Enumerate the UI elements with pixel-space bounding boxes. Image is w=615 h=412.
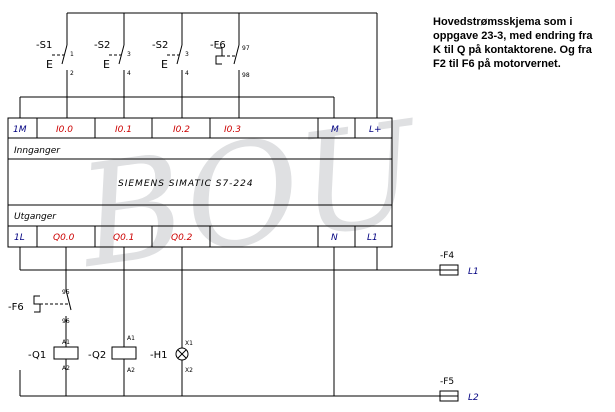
pin-s1-b: 2	[70, 70, 74, 77]
terminal-lplus: L+	[369, 125, 382, 135]
plc-model: SIEMENS SIMATIC S7-224	[118, 179, 254, 189]
device-tag-s2b: -S2	[152, 40, 168, 51]
note-line-3: K til Q på kontaktorene. Og fra	[433, 44, 592, 56]
pin-f6-98: 98	[242, 72, 250, 79]
terminal-i0-1: I0.1	[115, 125, 132, 135]
device-tag-q1: -Q1	[28, 350, 46, 361]
actuator-s2: E	[103, 58, 110, 71]
terminal-m: M	[331, 125, 339, 135]
pin-h1-x1: X1	[185, 340, 193, 347]
device-tag-f6-aux: -F6	[210, 40, 226, 51]
terminal-i0-3: I0.3	[224, 125, 241, 135]
device-tag-s2: -S2	[94, 40, 110, 51]
note-line-4: F2 til F6 på motorvernet.	[433, 58, 561, 70]
inputs-header: Innganger	[14, 146, 61, 156]
pin-q2-a1: A1	[127, 335, 135, 342]
terminal-1m: 1M	[13, 125, 27, 135]
line-label-l2: L2	[468, 393, 479, 403]
pin-s1-a: 1	[70, 51, 74, 58]
terminal-i0-0: I0.0	[56, 125, 73, 135]
device-tag-s1: -S1	[36, 40, 52, 51]
outputs-header: Utganger	[14, 212, 57, 222]
pin-q1-a1: A1	[62, 339, 70, 346]
pin-s2b-b: 4	[185, 70, 189, 77]
pin-s2-b: 4	[127, 70, 131, 77]
pin-f6-95: 95	[62, 289, 70, 296]
terminal-q0-1: Q0.1	[113, 233, 134, 243]
terminal-n: N	[331, 233, 338, 243]
terminal-l1: L1	[367, 233, 378, 243]
line-label-l1: L1	[468, 267, 479, 277]
fuse-tag-f5: -F5	[440, 377, 454, 387]
device-tag-f6: -F6	[8, 302, 24, 313]
terminal-q0-2: Q0.2	[171, 233, 193, 243]
note-line-2: oppgave 23-3, med endring fra	[433, 30, 593, 42]
pin-s2-a: 3	[127, 51, 131, 58]
pin-s2b-a: 3	[185, 51, 189, 58]
device-tag-h1: -H1	[150, 350, 168, 361]
description-note: Hovedstrømsskjema som i oppgave 23-3, me…	[433, 15, 613, 71]
note-line-1: Hovedstrømsskjema som i	[433, 16, 573, 28]
terminal-i0-2: I0.2	[173, 125, 190, 135]
fuse-tag-f4: -F4	[440, 251, 454, 261]
actuator-s2b: E	[161, 58, 168, 71]
pin-q1-a2: A2	[62, 365, 70, 372]
device-tag-q2: -Q2	[88, 350, 106, 361]
terminal-1l: 1L	[14, 233, 25, 243]
pin-h1-x2: X2	[185, 367, 193, 374]
plc-body	[7, 117, 393, 248]
pin-f6-96: 96	[62, 318, 70, 325]
pin-f6-97: 97	[242, 45, 250, 52]
actuator-s1: E	[46, 58, 53, 71]
terminal-q0-0: Q0.0	[53, 233, 75, 243]
pin-q2-a2: A2	[127, 367, 135, 374]
